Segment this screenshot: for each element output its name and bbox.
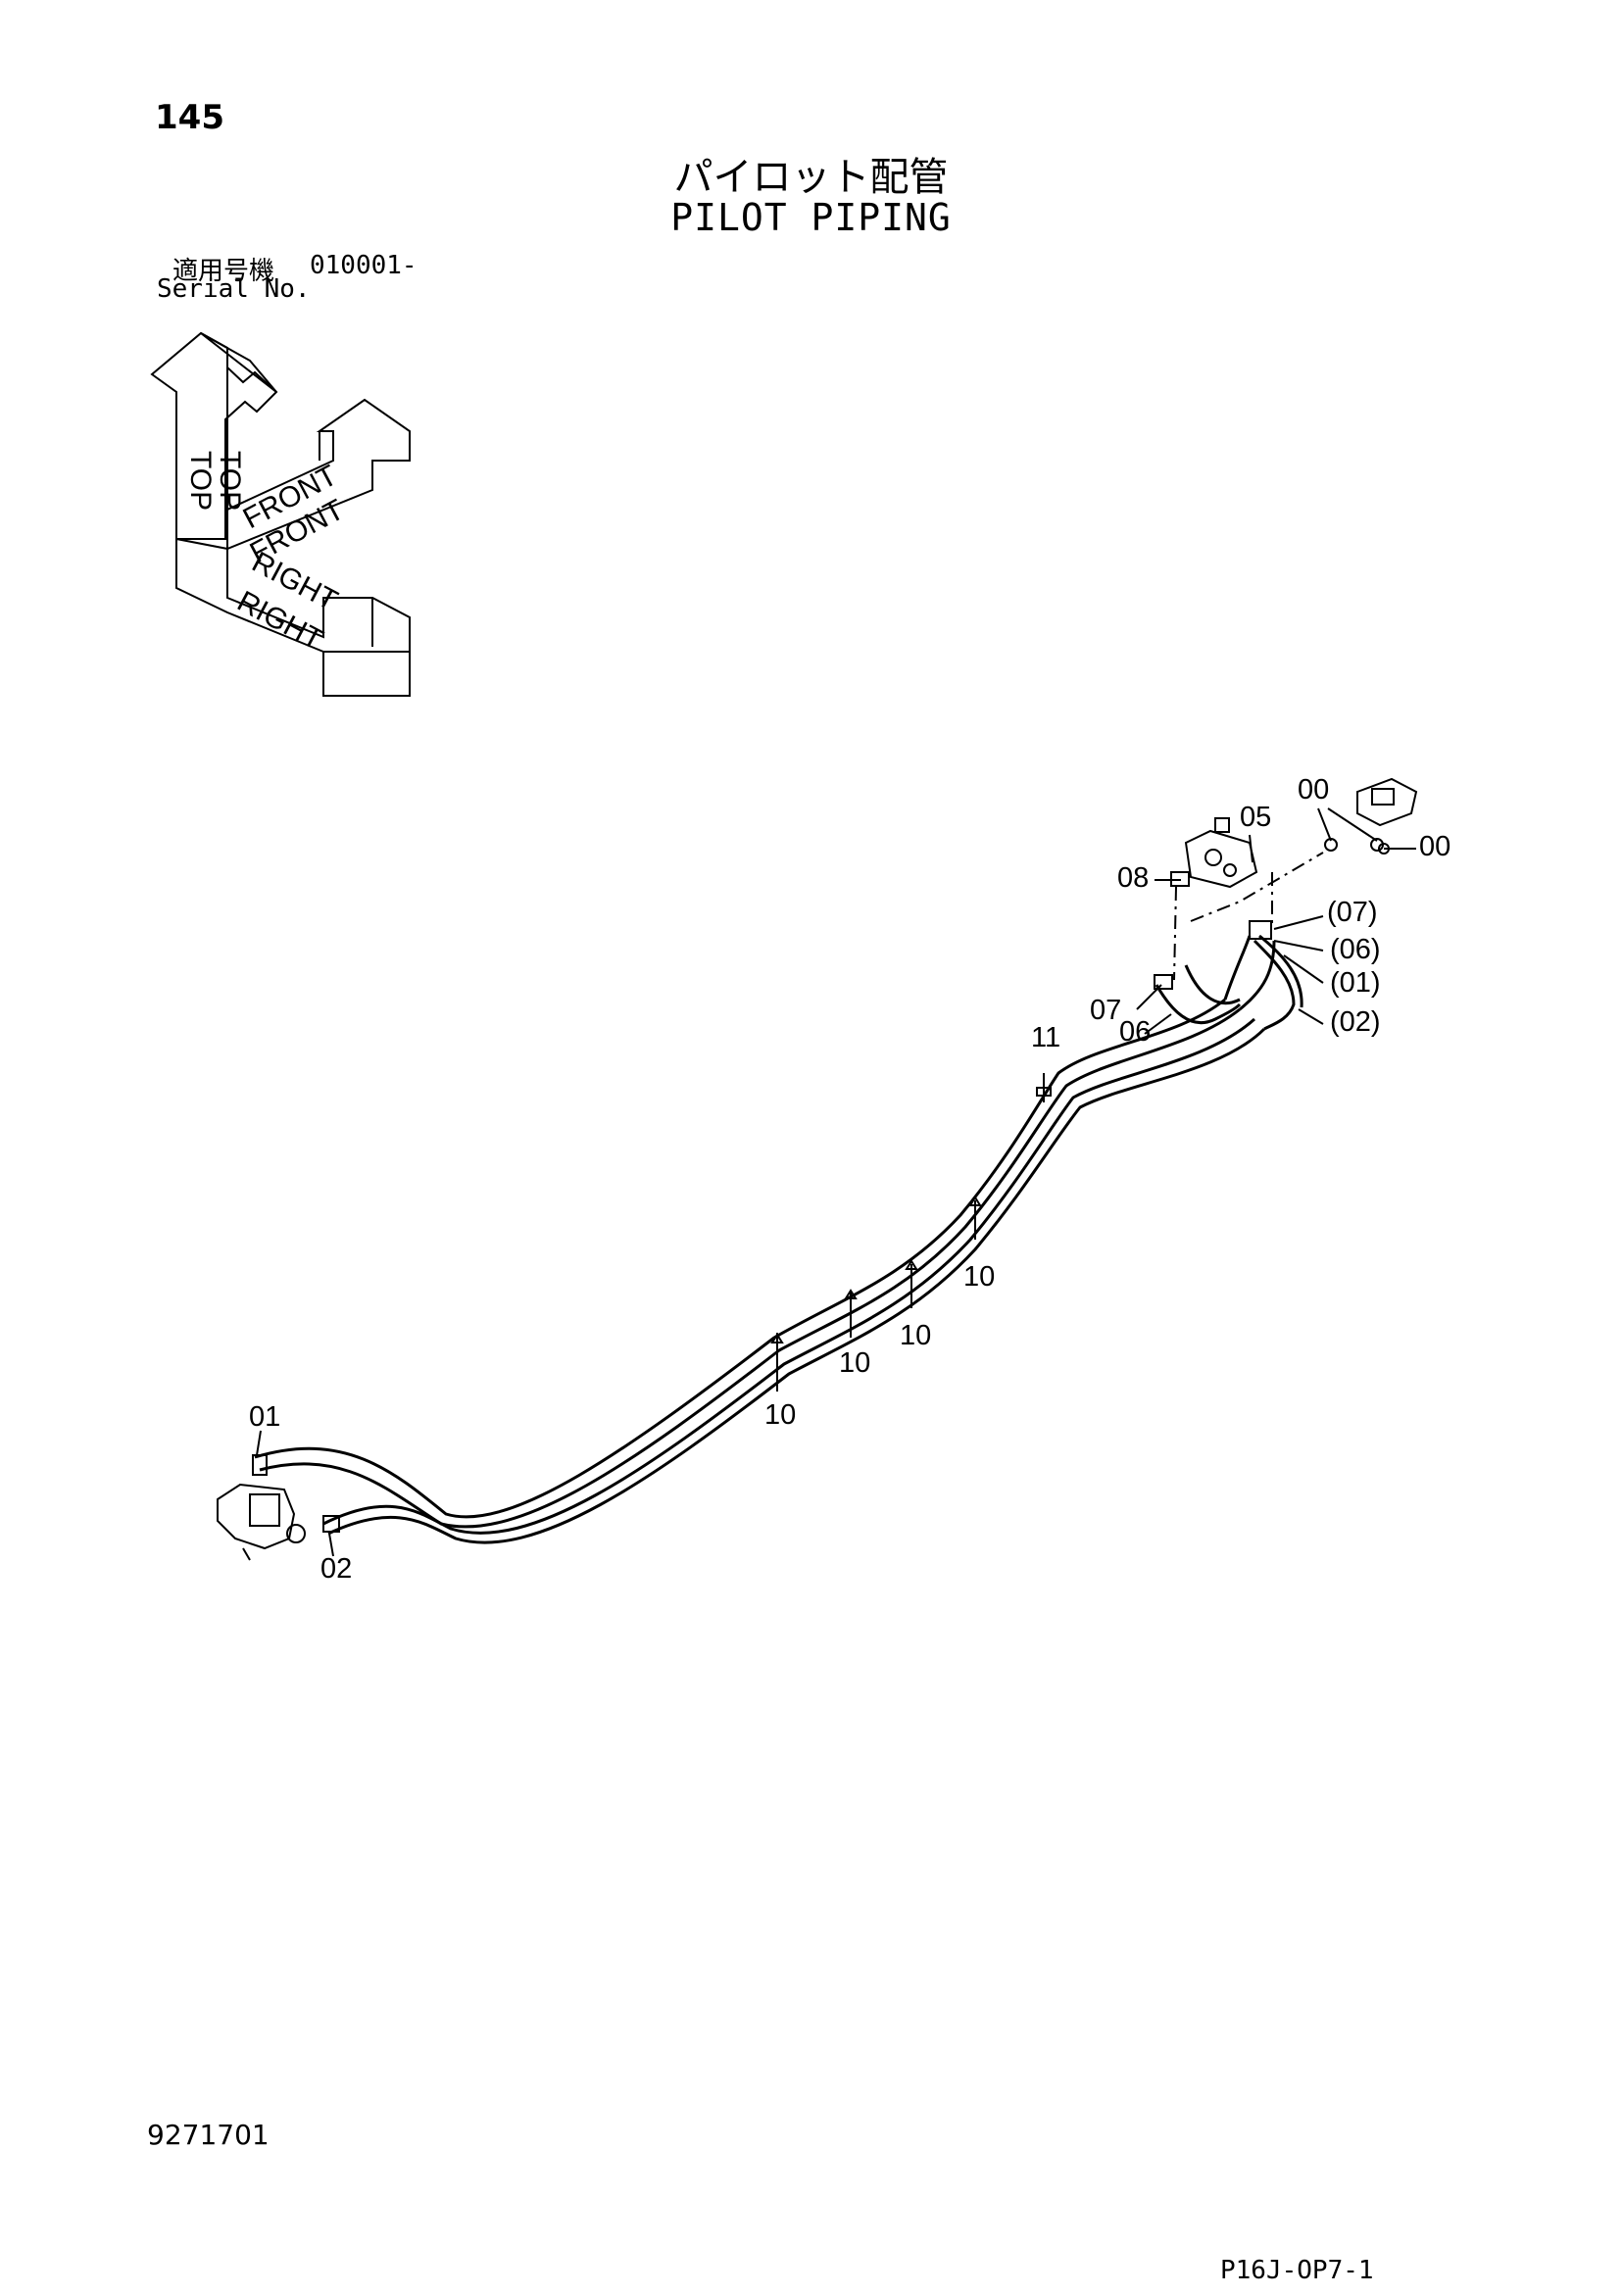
callout-00-right: 00 [1419, 831, 1450, 862]
upper-valve-assembly [1154, 777, 1418, 990]
callout-07: 07 [1090, 995, 1121, 1026]
top-label-side: TOP [214, 451, 246, 511]
callout-07-paren: (07) [1327, 897, 1378, 928]
callout-02-paren: (02) [1330, 1006, 1381, 1038]
top-label-front: TOP [184, 451, 217, 511]
page-number: 145 [155, 98, 224, 137]
title-japanese: パイロット配管 [673, 155, 949, 200]
title-english: PILOT PIPING [670, 196, 952, 239]
hose-clamps [770, 1073, 1052, 1392]
pilot-hose-group [254, 934, 1303, 1544]
callout-10-first: 10 [963, 1261, 995, 1293]
callout-06-paren: (06) [1330, 934, 1381, 965]
callout-01-paren: (01) [1330, 967, 1381, 999]
callout-05: 05 [1240, 802, 1271, 833]
callout-01: 01 [249, 1401, 280, 1433]
document-number: 9271701 [147, 2119, 270, 2151]
serial-label-japanese: 適用号機 [172, 257, 275, 286]
callout-08: 08 [1117, 862, 1149, 894]
callout-10-fourth: 10 [764, 1399, 796, 1431]
figure-code: P16J-OP7-1 [1220, 2256, 1374, 2285]
callout-10-third: 10 [839, 1347, 870, 1379]
callout-06: 06 [1119, 1016, 1151, 1048]
callout-02: 02 [320, 1553, 352, 1585]
callout-00-upper: 00 [1298, 774, 1329, 806]
orientation-indicator: TOP TOP FRONT FRONT RIGHT RIGHT [150, 331, 411, 697]
leader-lines [256, 807, 1416, 1557]
callout-labels: 00 00 05 08 (07) (06) (01) (02) 07 06 11… [249, 774, 1450, 1585]
callout-10-second: 10 [900, 1320, 931, 1351]
lower-valve-assembly [217, 1454, 340, 1561]
serial-value: 010001- [310, 251, 418, 280]
serial-label-english: Serial No. [157, 274, 311, 304]
callout-11: 11 [1031, 1022, 1060, 1053]
